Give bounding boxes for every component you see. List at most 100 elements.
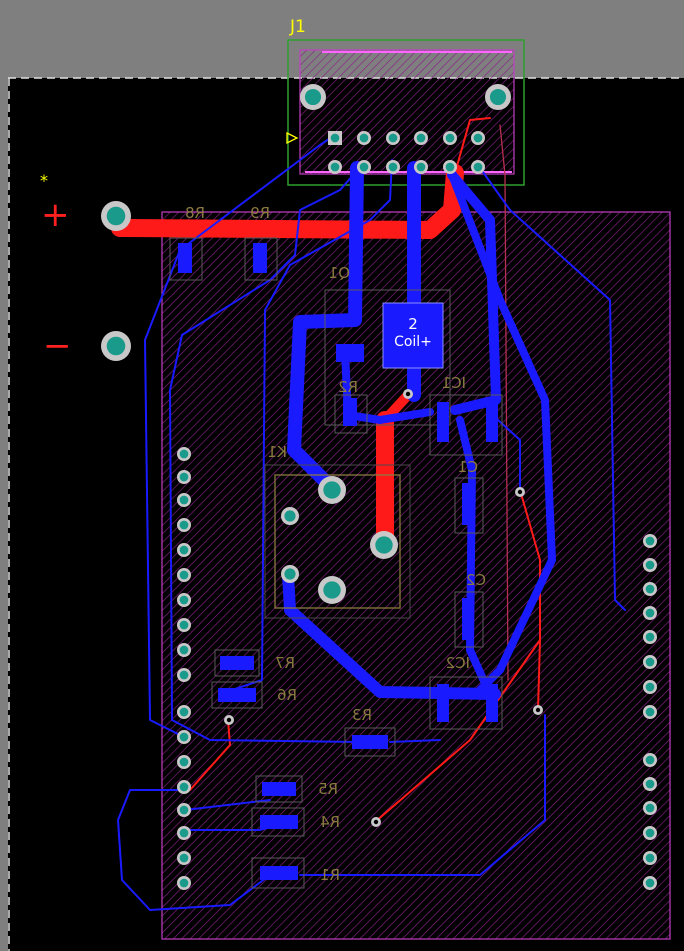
gate-trace[interactable] (341, 348, 434, 424)
left-header-pin-15-hole (179, 805, 189, 815)
silkscreen-layer: J1 * + − 2 Coil+ R8 R9 Q1 R2 IC1 K1 C1 C… (40, 17, 486, 884)
q1-label: Q1 (329, 264, 350, 282)
r2-courtyard (334, 394, 368, 434)
r3-courtyard (344, 727, 396, 757)
right-header-pin-5-hole (645, 632, 655, 642)
minus-terminal-pad-hole (106, 336, 126, 356)
r8-courtyard (169, 237, 203, 281)
left-header-pin-5-hole (179, 545, 189, 555)
ic2-pads-left[interactable] (437, 684, 449, 722)
q1-gate-pad[interactable] (336, 344, 364, 362)
r2-pads[interactable] (343, 398, 357, 426)
via-r6-drill (226, 717, 232, 723)
k1-pin-nc-hole (284, 510, 296, 522)
ic1-pads-left[interactable] (437, 402, 449, 442)
r4-courtyard (251, 807, 305, 837)
left-header-pin-2-hole (179, 472, 189, 482)
ic2-courtyard (429, 676, 503, 730)
left-header-pin-8-hole (179, 620, 189, 630)
resistor-footprints[interactable] (169, 237, 396, 889)
c1-courtyard (454, 477, 484, 534)
signal-trace-bottom-4[interactable] (477, 164, 626, 611)
left-header-pin-7-hole (179, 595, 189, 605)
j1-pin-1-hole (330, 133, 340, 143)
r7-courtyard (214, 649, 260, 677)
r9-pads[interactable] (253, 243, 267, 273)
q1-coil-pad[interactable] (382, 302, 444, 369)
r4-label: R4 (320, 813, 340, 831)
j1-label: J1 (289, 17, 306, 37)
right-header-pin-10-hole (645, 779, 655, 789)
via-r4-drill (373, 819, 379, 825)
r5-courtyard (255, 775, 303, 803)
r1-courtyard (251, 857, 305, 889)
c1-pads[interactable] (462, 483, 474, 525)
signal-trace-bottom-2[interactable] (169, 164, 363, 743)
pads-layer[interactable] (101, 84, 657, 890)
left-header-pin-9-hole (179, 645, 189, 655)
r5-pads[interactable] (262, 782, 296, 796)
j1-pin-10-hole (445, 162, 455, 172)
k1-outline[interactable] (274, 474, 401, 609)
r1-label: R1 (320, 866, 340, 884)
signal-trace-bottom-10[interactable] (497, 419, 521, 491)
r3-pads[interactable] (352, 735, 388, 749)
signal-trace-bottom-5[interactable] (117, 789, 271, 911)
signal-trace-top-4[interactable] (454, 117, 491, 174)
r1-pads[interactable] (260, 866, 298, 880)
plus-terminal-label: + (41, 195, 70, 235)
c2-pads[interactable] (462, 598, 474, 640)
r2-label: R2 (338, 378, 358, 396)
r4-pads[interactable] (260, 815, 298, 829)
right-header-pin-14-hole (645, 878, 655, 888)
signal-trace-top-5[interactable] (499, 124, 509, 681)
c1-label: C1 (458, 458, 478, 476)
r8-label: R8 (185, 204, 205, 222)
pin1-marker (286, 131, 299, 145)
left-header-pin-11-hole (179, 707, 189, 717)
right-header-pin-8-hole (645, 707, 655, 717)
coil-trace-bottom[interactable] (287, 161, 364, 495)
ic-link-trace[interactable] (456, 416, 492, 694)
signal-trace-bottom-1[interactable] (144, 134, 336, 736)
r9-label: R9 (250, 204, 270, 222)
left-header-pin-13-hole (179, 757, 189, 767)
r7-label: R7 (275, 654, 295, 672)
r8-pads[interactable] (178, 243, 192, 273)
signal-trace-bottom-3[interactable] (231, 159, 393, 691)
signal-trace-top-3[interactable] (537, 639, 541, 711)
ic1-pads-right[interactable] (486, 402, 498, 442)
j1-pin-6-hole (388, 162, 398, 172)
r5-label: R5 (318, 780, 338, 798)
j1-pin-9-hole (445, 133, 455, 143)
signal-trace-top-1[interactable] (189, 719, 231, 791)
k1-pin-coil-b-hole (375, 536, 393, 554)
minus-terminal-label: − (43, 326, 72, 366)
left-header-pin-16-hole (179, 828, 189, 838)
right-header-pin-11-hole (645, 803, 655, 813)
j1-pin-3-hole (359, 133, 369, 143)
r6-pads[interactable] (218, 688, 256, 702)
j1-mount-hole-left-hole (304, 88, 322, 106)
plus-terminal-pad-hole (106, 206, 126, 226)
j1-pin-8-hole (416, 162, 426, 172)
coil-pad-net: Coil+ (394, 334, 432, 350)
j1-mount-hole-right-hole (489, 88, 507, 106)
signal-trace-bottom-8[interactable] (299, 714, 546, 876)
signal-trace-bottom-9[interactable] (389, 739, 441, 743)
r6-courtyard (211, 681, 263, 709)
supply-trace-bottom-1[interactable] (447, 170, 501, 415)
ic1-courtyard (429, 394, 503, 456)
j1-pin-7-hole (416, 133, 426, 143)
coil-pad-number: 2 (408, 315, 418, 333)
r3-label: R3 (352, 706, 372, 724)
supply-trace-bottom-2[interactable] (448, 171, 556, 694)
j1-pin-4-hole (359, 162, 369, 172)
ic2-pads-right[interactable] (486, 684, 498, 722)
j1-courtyard[interactable] (287, 39, 525, 186)
left-header-pin-12-hole (179, 732, 189, 742)
r7-pads[interactable] (220, 656, 254, 670)
q1-courtyard (324, 289, 451, 426)
